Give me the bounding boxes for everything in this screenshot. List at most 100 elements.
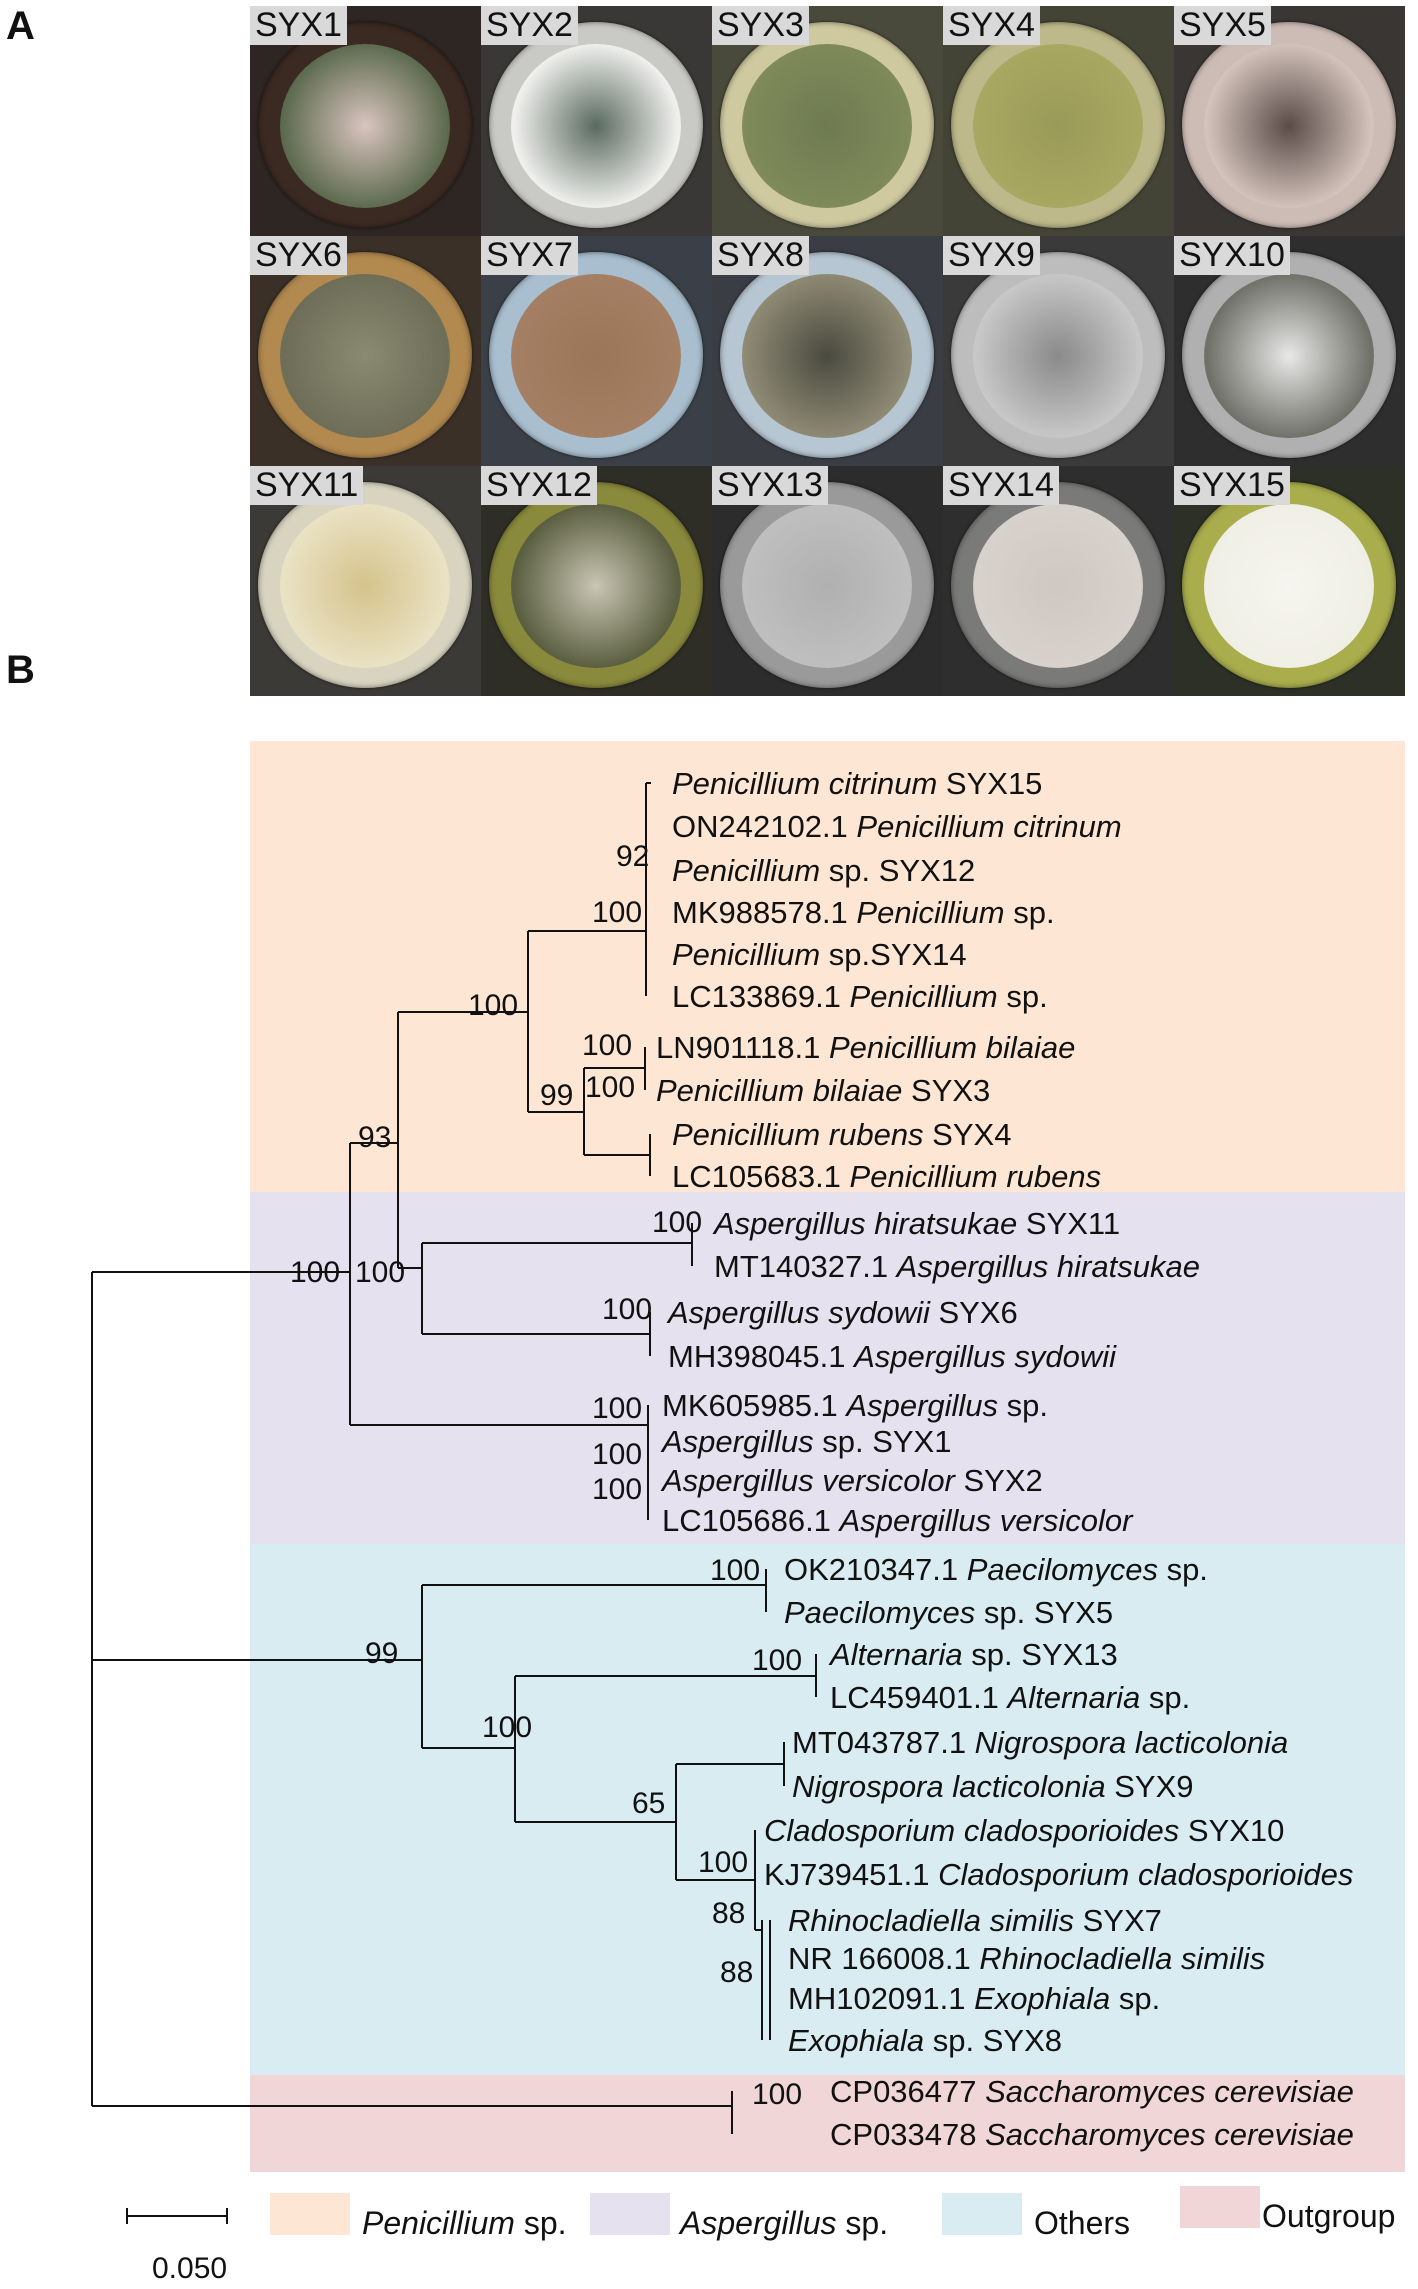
- plate-label: SYX7: [481, 236, 578, 275]
- taxon-label: Paecilomyces sp. SYX5: [784, 1595, 1113, 1630]
- taxon-label: Penicillium sp. SYX12: [672, 853, 975, 888]
- bootstrap-value: 99: [365, 1637, 398, 1670]
- taxon-label: MK605985.1 Aspergillus sp.: [662, 1388, 1048, 1423]
- bootstrap-value: 100: [355, 1256, 405, 1289]
- scale-bar-label: 0.050: [152, 2252, 227, 2285]
- plate-label: SYX5: [1174, 6, 1271, 45]
- taxon-label: Penicillium rubens SYX4: [672, 1117, 1011, 1152]
- taxon-label: Nigrospora lacticolonia SYX9: [792, 1769, 1194, 1804]
- bootstrap-value: 100: [592, 1438, 642, 1471]
- fungal-colony: [1204, 44, 1374, 208]
- bootstrap-value: 92: [616, 840, 649, 873]
- taxon-label: CP033478 Saccharomyces cerevisiae: [830, 2117, 1354, 2152]
- legend-swatch-aspergillus: [590, 2193, 670, 2235]
- bootstrap-value: 100: [582, 1029, 632, 1062]
- culture-plate-syx4: SYX4: [943, 6, 1174, 236]
- plate-label: SYX8: [712, 236, 809, 275]
- culture-plate-syx15: SYX15: [1174, 466, 1405, 696]
- culture-plate-syx1: SYX1: [250, 6, 481, 236]
- bootstrap-value: 88: [712, 1897, 745, 1930]
- legend-swatch-outgroup: [1180, 2186, 1260, 2228]
- bootstrap-value: 100: [482, 1711, 532, 1744]
- taxon-label: Cladosporium cladosporioides SYX10: [764, 1813, 1284, 1848]
- taxon-label: Aspergillus sydowii SYX6: [666, 1295, 1018, 1330]
- plate-label: SYX15: [1174, 466, 1290, 505]
- fungal-colony: [742, 274, 912, 438]
- culture-plate-syx11: SYX11: [250, 466, 481, 696]
- taxon-label: LC105683.1 Penicillium rubens: [672, 1159, 1101, 1194]
- fungal-colony: [973, 274, 1143, 438]
- bootstrap-value: 100: [592, 1392, 642, 1425]
- plate-label: SYX11: [250, 466, 364, 505]
- culture-plate-syx5: SYX5: [1174, 6, 1405, 236]
- culture-plate-syx2: SYX2: [481, 6, 712, 236]
- plate-label: SYX14: [943, 466, 1059, 505]
- taxon-label: Penicillium citrinum SYX15: [672, 766, 1042, 801]
- culture-plate-syx8: SYX8: [712, 236, 943, 466]
- fungal-colony: [973, 504, 1143, 668]
- band-outgroup: [250, 2075, 1405, 2172]
- fungal-colony: [973, 44, 1143, 208]
- band-others: [250, 1544, 1405, 2075]
- taxon-label: MT140327.1 Aspergillus hiratsukae: [714, 1249, 1200, 1284]
- plate-label: SYX1: [250, 6, 347, 45]
- plate-label: SYX10: [1174, 236, 1290, 275]
- bootstrap-value: 88: [720, 1956, 753, 1989]
- legend-label-outgroup: Outgroup: [1262, 2198, 1396, 2234]
- panel-label-b: B: [6, 648, 35, 692]
- fungal-colony: [511, 44, 681, 208]
- bootstrap-value: 100: [602, 1293, 652, 1326]
- fungal-colony: [742, 504, 912, 668]
- culture-plate-syx13: SYX13: [712, 466, 943, 696]
- bootstrap-value: 65: [632, 1787, 665, 1820]
- band-aspergillus: [250, 1192, 1405, 1544]
- culture-plate-syx9: SYX9: [943, 236, 1174, 466]
- taxon-label: MT043787.1 Nigrospora lacticolonia: [792, 1725, 1288, 1760]
- bootstrap-value: 100: [752, 2078, 802, 2111]
- legend-label-penicillium: Penicillium sp.: [362, 2205, 567, 2241]
- taxon-label: ON242102.1 Penicillium citrinum: [672, 809, 1122, 844]
- taxon-label: LC105686.1 Aspergillus versicolor: [662, 1503, 1134, 1538]
- band-penicillium: [250, 741, 1405, 1192]
- legend-label-aspergillus: Aspergillus sp.: [680, 2205, 889, 2241]
- culture-plate-syx3: SYX3: [712, 6, 943, 236]
- fungal-colony: [280, 504, 450, 668]
- fungal-colony: [511, 504, 681, 668]
- taxon-label: CP036477 Saccharomyces cerevisiae: [830, 2074, 1354, 2109]
- taxon-label: Penicillium sp.SYX14: [672, 937, 967, 972]
- fungal-colony: [280, 274, 450, 438]
- taxon-label: Aspergillus hiratsukae SYX11: [712, 1206, 1120, 1241]
- culture-plate-syx12: SYX12: [481, 466, 712, 696]
- taxon-label: Exophiala sp. SYX8: [788, 2023, 1062, 2058]
- legend-swatch-others: [942, 2193, 1022, 2235]
- plate-label: SYX9: [943, 236, 1040, 275]
- legend-label-others: Others: [1034, 2205, 1131, 2241]
- plate-label: SYX12: [481, 466, 597, 505]
- plate-label: SYX13: [712, 466, 828, 505]
- taxon-label: MK988578.1 Penicillium sp.: [672, 895, 1055, 930]
- panel-label-a: A: [6, 4, 35, 48]
- bootstrap-value: 100: [468, 989, 518, 1022]
- fungal-colony: [1204, 274, 1374, 438]
- culture-plate-syx7: SYX7: [481, 236, 712, 466]
- taxon-label: Rhinocladiella similis SYX7: [788, 1903, 1162, 1938]
- bootstrap-value: 100: [710, 1554, 760, 1587]
- taxon-label: OK210347.1 Paecilomyces sp.: [784, 1552, 1208, 1587]
- bootstrap-value: 100: [652, 1206, 702, 1239]
- taxon-label: LC459401.1 Alternaria sp.: [830, 1680, 1190, 1715]
- taxon-label: LC133869.1 Penicillium sp.: [672, 979, 1048, 1014]
- taxon-label: Aspergillus sp. SYX1: [660, 1424, 951, 1459]
- plate-label: SYX3: [712, 6, 809, 45]
- bootstrap-value: 100: [290, 1256, 340, 1289]
- bootstrap-value: 99: [540, 1079, 573, 1112]
- culture-plate-syx10: SYX10: [1174, 236, 1405, 466]
- bootstrap-value: 100: [698, 1846, 748, 1879]
- plate-label: SYX6: [250, 236, 347, 275]
- taxon-label: Penicillium bilaiae SYX3: [656, 1073, 990, 1108]
- taxon-label: NR 166008.1 Rhinocladiella similis: [788, 1941, 1265, 1976]
- taxon-label: MH398045.1 Aspergillus sydowii: [668, 1339, 1117, 1374]
- plate-label: SYX2: [481, 6, 578, 45]
- taxon-label: Aspergillus versicolor SYX2: [660, 1463, 1043, 1498]
